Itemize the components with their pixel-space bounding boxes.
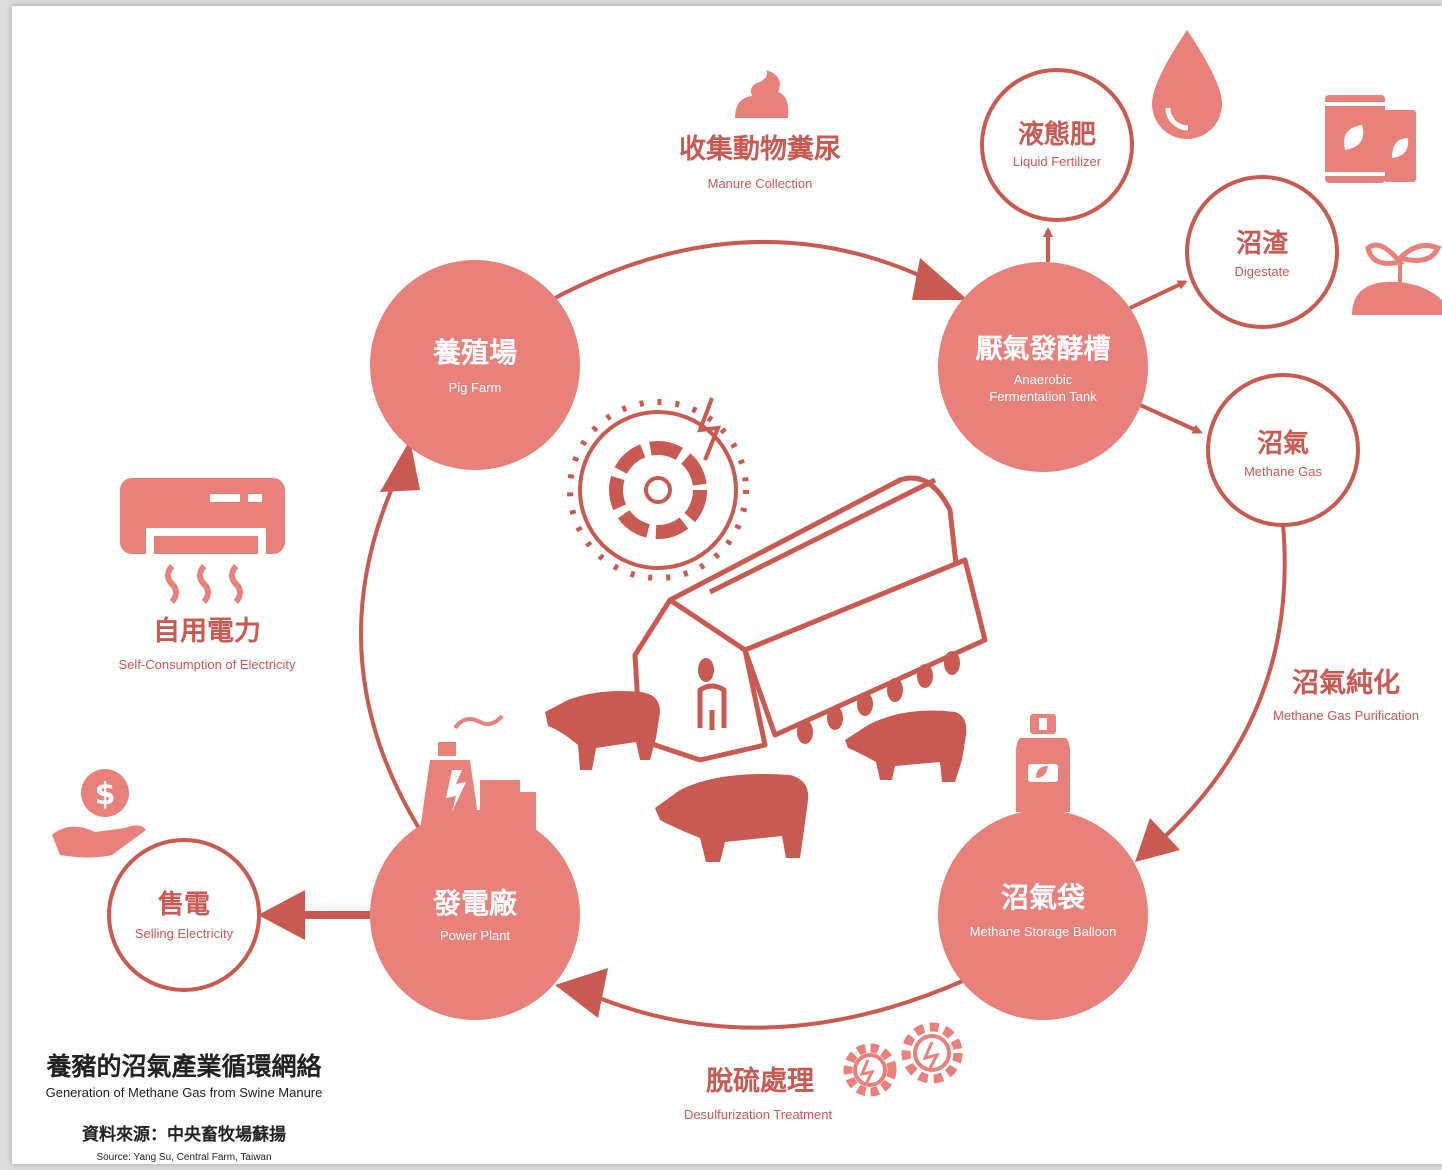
- node-liquid-cn: 液態肥: [1018, 119, 1096, 150]
- drop-icon: [1152, 30, 1222, 139]
- cycle-arrows: [359, 239, 1287, 1030]
- node-digestate: 沼渣 Digestate: [1185, 175, 1339, 329]
- pig-icon: [845, 710, 967, 782]
- arc-farm-to-tank: [554, 239, 951, 300]
- arc-plant-to-farm: [359, 459, 422, 832]
- node-pig-farm-cn: 養殖場: [432, 336, 517, 369]
- footer-title-en: Generation of Methane Gas from Swine Man…: [46, 1085, 323, 1100]
- gear-icon: [843, 1022, 963, 1097]
- arc-gas-to-balloon: [1148, 524, 1287, 852]
- node-balloon-cn: 沼氣袋: [1001, 881, 1086, 914]
- node-pig-farm-en: Pig Farm: [449, 380, 502, 395]
- arrowhead-to-farm: [380, 440, 420, 492]
- node-digestate-en: Digestate: [1235, 264, 1290, 279]
- label-desulfurization-cn: 脫硫處理: [706, 1065, 814, 1097]
- arrow-to-methane: [1139, 403, 1203, 434]
- sprout-icon: [1352, 242, 1442, 315]
- node-liquid-fertilizer: 液態肥 Liquid Fertilizer: [980, 68, 1134, 222]
- node-anaerobic-en2: Fermentation Tank: [989, 389, 1097, 404]
- node-power-plant-cn: 發電廠: [432, 887, 518, 920]
- label-manure-cn: 收集動物糞尿: [679, 133, 841, 165]
- pig-icon: [655, 774, 809, 862]
- node-anaerobic-tank: 厭氣發酵槽 Anaerobic Fermentation Tank: [938, 262, 1148, 472]
- branch-arrows: [300, 227, 1203, 919]
- barn-icon: [632, 475, 988, 763]
- label-purification-en: Methane Gas Purification: [1273, 708, 1419, 723]
- factory-icon: [420, 714, 536, 832]
- node-power-plant-en: Power Plant: [440, 928, 510, 943]
- footer-source-en: Source: Yang Su, Central Farm, Taiwan: [96, 1152, 271, 1163]
- footer-source-cn: 資料來源：中央畜牧場蘇揚: [82, 1124, 286, 1145]
- arrow-to-digestate: [1129, 280, 1188, 310]
- node-storage-balloon: 沼氣袋 Methane Storage Balloon: [938, 810, 1148, 1020]
- air-conditioner-icon: [120, 478, 285, 604]
- money-hand-icon: $: [52, 769, 146, 858]
- node-methane-en: Methane Gas: [1244, 464, 1323, 479]
- pig-icon: [545, 691, 660, 770]
- node-selling-en: Selling Electricity: [135, 926, 234, 941]
- label-self-consumption-cn: 自用電力: [153, 615, 261, 647]
- arc-balloon-to-plant: [579, 978, 966, 1030]
- arrowhead-to-tank: [912, 258, 968, 300]
- node-power-plant: 發電廠 Power Plant: [370, 810, 580, 1020]
- node-methane-gas: 沼氣 Methane Gas: [1206, 373, 1360, 527]
- svg-text:$: $: [95, 777, 116, 812]
- arrowhead-to-plant: [555, 968, 608, 1018]
- node-liquid-en: Liquid Fertilizer: [1013, 154, 1102, 169]
- cycle-arrowheads: [380, 258, 1180, 1018]
- label-self-consumption-en: Self-Consumption of Electricity: [118, 657, 296, 672]
- node-selling-cn: 售電: [158, 889, 210, 920]
- arrowhead-to-selling: [258, 890, 305, 940]
- node-anaerobic-en1: Anaerobic: [1014, 372, 1073, 387]
- seed-bag-icon: [1325, 95, 1416, 183]
- arrowhead-to-balloon: [1135, 818, 1180, 862]
- node-anaerobic-cn: 厭氣發酵槽: [976, 334, 1111, 365]
- manure-icon: [735, 70, 789, 118]
- label-purification-cn: 沼氣純化: [1292, 667, 1400, 699]
- label-desulfurization-en: Desulfurization Treatment: [684, 1107, 833, 1122]
- gas-cylinder-icon: [1016, 714, 1070, 812]
- footer-title-cn: 養豬的沼氣產業循環網絡: [46, 1052, 322, 1081]
- node-balloon-en: Methane Storage Balloon: [970, 924, 1117, 939]
- node-methane-cn: 沼氣: [1257, 428, 1309, 459]
- sun-turbine-icon: [567, 397, 749, 581]
- label-manure-en: Manure Collection: [708, 176, 813, 191]
- node-digestate-cn: 沼渣: [1236, 229, 1289, 259]
- node-pig-farm: 養殖場 Pig Farm: [370, 260, 580, 470]
- node-selling-electricity: 售電 Selling Electricity: [107, 838, 261, 992]
